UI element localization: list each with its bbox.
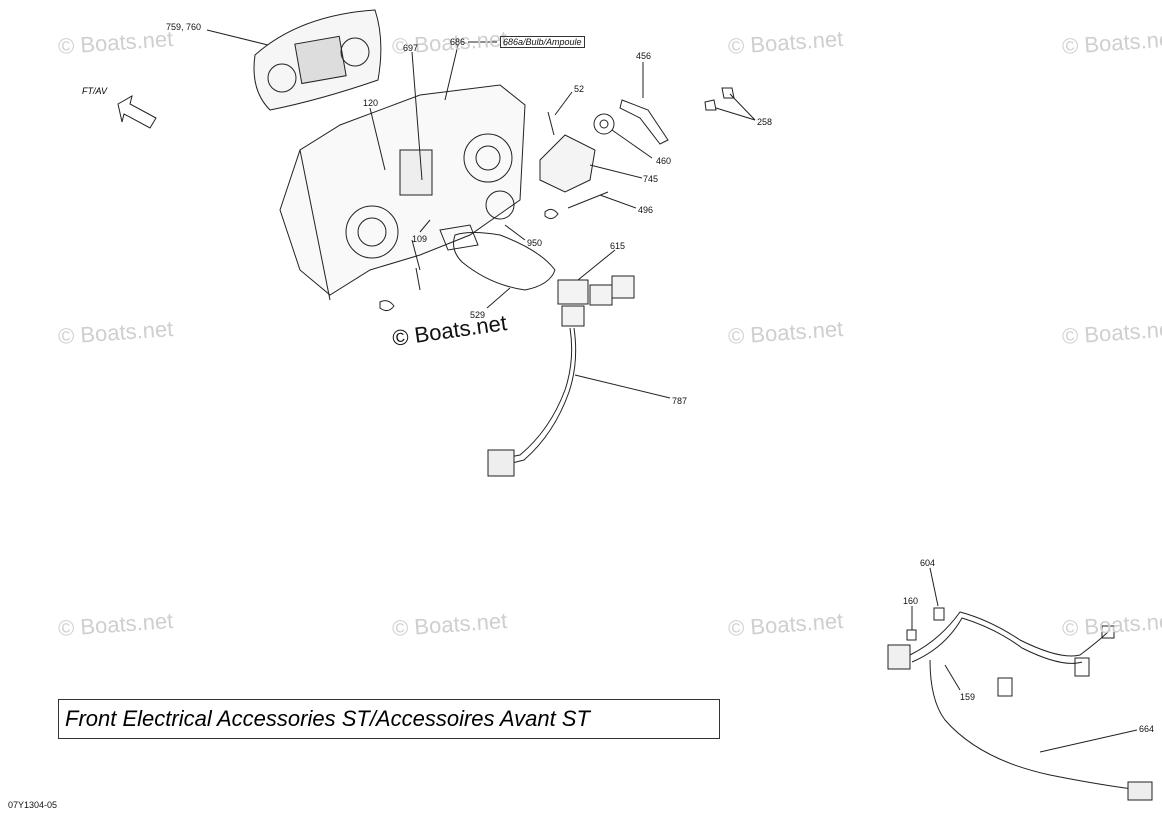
direction-label: FT/AV (82, 86, 108, 96)
callout-120[interactable]: 120 (363, 98, 379, 108)
callout-604[interactable]: 604 (920, 558, 936, 568)
callout-460[interactable]: 460 (656, 156, 672, 166)
callout-496[interactable]: 496 (638, 205, 654, 215)
clip-258b-drawing (704, 99, 717, 111)
callout-664[interactable]: 664 (1139, 724, 1155, 734)
callout-697[interactable]: 697 (403, 43, 419, 53)
diagram-title: Front Electrical Accessories ST/Accessoi… (65, 706, 590, 731)
diagram-title-box: Front Electrical Accessories ST/Accessoi… (58, 699, 720, 739)
reference-code: 07Y1304-05 (8, 800, 58, 810)
instrument-cluster-drawing (253, 9, 382, 111)
ignition-switch-drawing (539, 99, 669, 220)
callout-109[interactable]: 109 (412, 234, 428, 244)
callout-686a-bulb[interactable]: 686a/Bulb/Ampoule (500, 36, 585, 48)
callout-950[interactable]: 950 (527, 238, 543, 248)
callout-686[interactable]: 686 (450, 37, 466, 47)
wiring-harness-664-drawing (887, 607, 1153, 801)
callout-456[interactable]: 456 (636, 51, 652, 61)
callout-258[interactable]: 258 (757, 117, 773, 127)
callout-529[interactable]: 529 (470, 310, 486, 320)
leader-lines (206, 29, 1138, 753)
relay-harness-drawing (379, 232, 635, 477)
callout-759-760[interactable]: 759, 760 (166, 22, 202, 32)
direction-arrow-icon (117, 94, 157, 129)
callout-160[interactable]: 160 (903, 596, 919, 606)
callout-615[interactable]: 615 (610, 241, 626, 251)
headlight-assembly-drawing (279, 84, 526, 301)
callout-159[interactable]: 159 (960, 692, 976, 702)
callout-745[interactable]: 745 (643, 174, 659, 184)
callout-787[interactable]: 787 (672, 396, 688, 406)
callout-52[interactable]: 52 (574, 84, 585, 94)
